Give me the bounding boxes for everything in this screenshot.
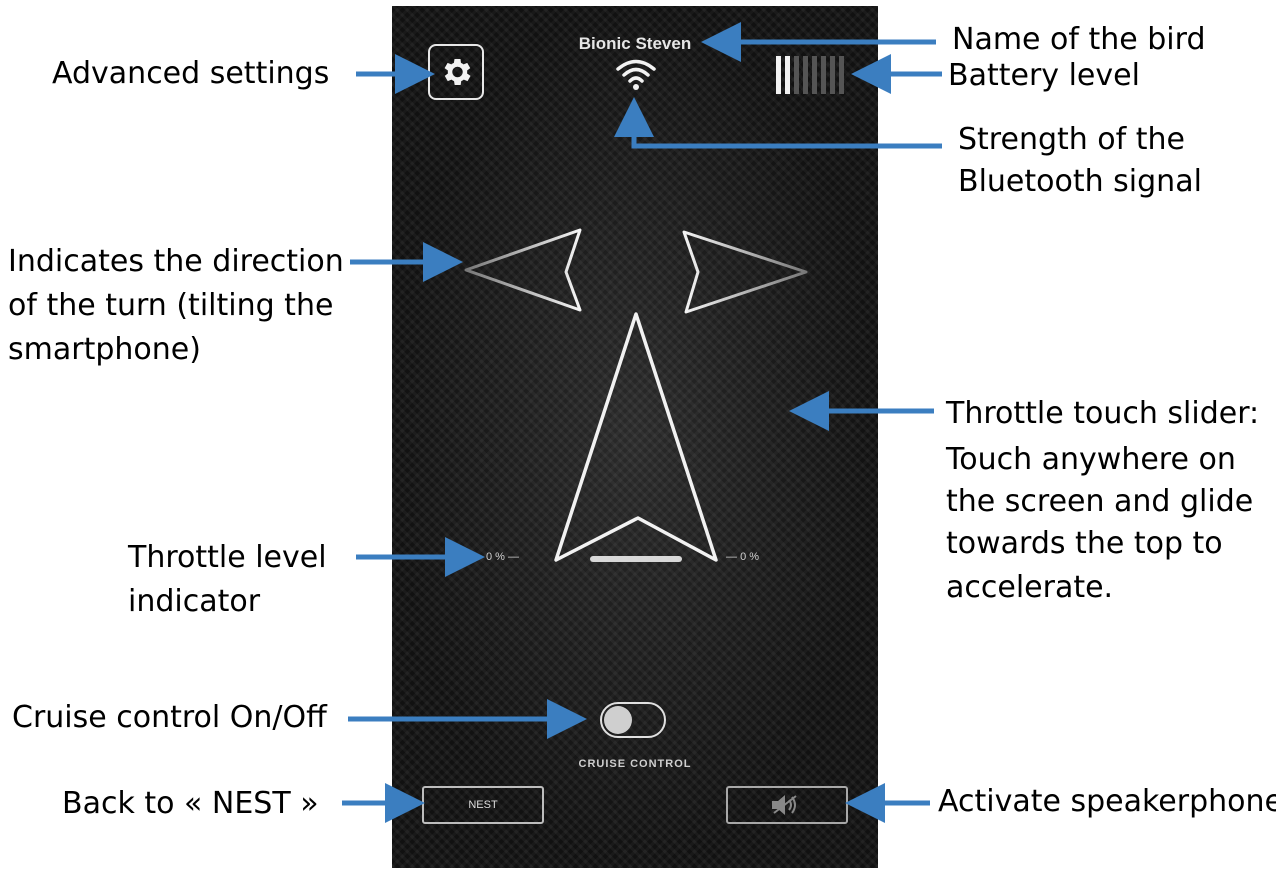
throttle-arrow[interactable] xyxy=(552,306,722,568)
label-throttle-level-2: indicator xyxy=(128,584,261,619)
battery-bar xyxy=(785,56,790,94)
battery-level-indicator xyxy=(776,56,844,94)
label-advanced-settings: Advanced settings xyxy=(52,56,330,91)
label-cruise-control: Cruise control On/Off xyxy=(12,700,327,735)
cruise-control-label: CRUISE CONTROL xyxy=(578,758,692,770)
battery-bar xyxy=(821,56,826,94)
label-speakerphone: Activate speakerphone xyxy=(938,784,1276,819)
label-turn-2: of the turn (tilting the xyxy=(8,288,334,323)
label-throttle-slider-4: towards the top to xyxy=(946,526,1223,561)
throttle-left-indicator: 0 % — xyxy=(486,551,520,563)
wifi-icon xyxy=(616,59,656,90)
throttle-right-value: 0 % xyxy=(740,551,760,563)
throttle-left-value: 0 % xyxy=(486,551,505,563)
label-throttle-level-1: Throttle level xyxy=(128,540,327,575)
label-bluetooth-1: Strength of the xyxy=(958,122,1185,157)
battery-bar xyxy=(839,56,844,94)
bird-name: Bionic Steven xyxy=(578,34,692,53)
throttle-level-bar xyxy=(590,556,682,562)
turn-right-indicator xyxy=(682,230,808,314)
battery-bar xyxy=(830,56,835,94)
battery-bar xyxy=(812,56,817,94)
cruise-control-toggle[interactable] xyxy=(600,702,666,738)
label-throttle-slider-1: Throttle touch slider: xyxy=(946,396,1260,431)
nest-button[interactable]: NEST xyxy=(422,786,544,824)
phone-screen[interactable]: Bionic Steven 0 % — — 0 % xyxy=(392,6,878,868)
label-back-to-nest: Back to « NEST » xyxy=(62,786,319,821)
label-throttle-slider-2: Touch anywhere on xyxy=(946,442,1236,477)
advanced-settings-button[interactable] xyxy=(428,44,484,100)
throttle-right-indicator: — 0 % xyxy=(726,551,760,563)
label-bluetooth-2: Bluetooth signal xyxy=(958,164,1202,199)
label-battery-level: Battery level xyxy=(948,58,1140,93)
turn-left-indicator xyxy=(464,228,582,312)
battery-bar xyxy=(794,56,799,94)
label-turn-1: Indicates the direction xyxy=(8,244,344,279)
label-throttle-slider-5: accelerate. xyxy=(946,570,1114,605)
gear-icon xyxy=(444,58,471,86)
battery-bar xyxy=(776,56,781,94)
speaker-muted-icon xyxy=(772,795,797,815)
label-turn-3: smartphone) xyxy=(8,332,201,367)
speakerphone-button[interactable] xyxy=(726,786,848,824)
label-bird-name: Name of the bird xyxy=(952,22,1206,57)
label-throttle-slider-3: the screen and glide xyxy=(946,484,1254,519)
toggle-knob xyxy=(604,706,632,734)
battery-bar xyxy=(803,56,808,94)
